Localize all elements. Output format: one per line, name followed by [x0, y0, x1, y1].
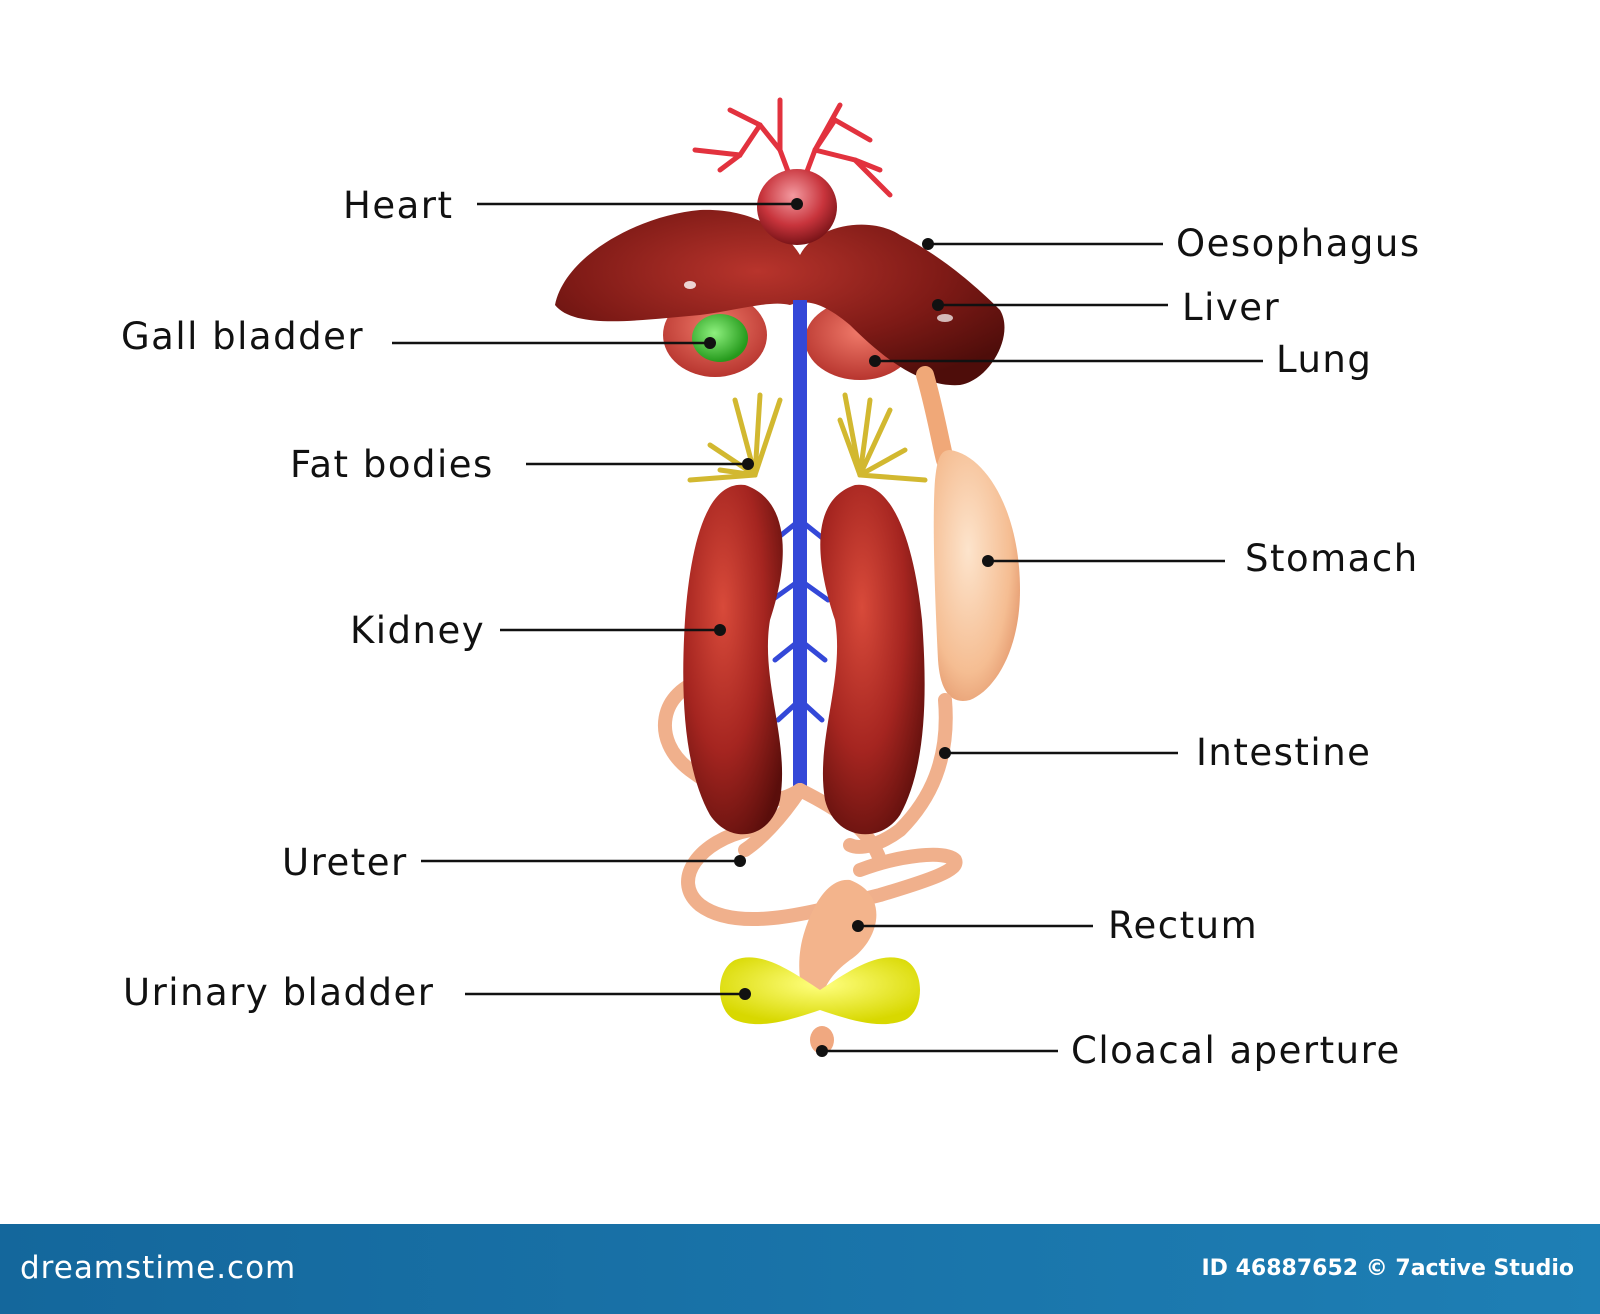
pointer-rectum — [852, 920, 864, 932]
label-gall-bladder: Gall bladder — [121, 315, 365, 358]
label-intestine: Intestine — [1196, 731, 1372, 774]
pointer-ureter — [734, 855, 746, 867]
label-urinary-bladder: Urinary bladder — [123, 971, 435, 1014]
label-lung: Lung — [1276, 338, 1373, 381]
rectum — [799, 879, 877, 1010]
pointer-fat-bodies — [742, 458, 754, 470]
organ-illustration — [392, 97, 1263, 1057]
pointer-lung — [869, 355, 881, 367]
label-cloacal-aperture: Cloacal aperture — [1071, 1029, 1401, 1072]
label-fat-bodies: Fat bodies — [290, 443, 494, 486]
footer-background — [0, 1224, 1600, 1314]
pointer-liver — [932, 299, 944, 311]
pointer-heart — [791, 198, 803, 210]
liver-highlight — [937, 314, 953, 322]
right-kidney — [820, 484, 925, 835]
liver-highlight — [684, 281, 696, 289]
stomach — [933, 450, 1020, 701]
liver — [555, 209, 1005, 386]
fat-bodies — [687, 392, 928, 483]
pointer-gall-bladder — [704, 337, 716, 349]
label-stomach: Stomach — [1245, 537, 1419, 580]
gall-bladder — [692, 314, 748, 362]
left-kidney — [683, 484, 783, 835]
pointer-intestine — [939, 747, 951, 759]
urinary-bladder — [720, 957, 920, 1025]
pointer-urinary-bladder — [739, 988, 751, 1000]
dreamstime-logo: dreamstime.com — [20, 1250, 297, 1286]
footer-bar: dreamstime.com ID 46887652 © 7active Stu… — [0, 1224, 1600, 1314]
pointer-oesophagus — [922, 238, 934, 250]
pointer-kidney — [714, 624, 726, 636]
label-rectum: Rectum — [1108, 904, 1259, 947]
label-oesophagus: Oesophagus — [1176, 222, 1421, 265]
pointer-stomach — [982, 555, 994, 567]
label-liver: Liver — [1182, 286, 1281, 329]
anatomy-diagram: Heart Gall bladder Fat bodies Kidney Ure… — [121, 97, 1421, 1072]
label-ureter: Ureter — [282, 841, 408, 884]
image-credit: ID 46887652 © 7active Studio — [1201, 1256, 1575, 1281]
label-kidney: Kidney — [350, 609, 486, 652]
pointer-cloacal-aperture — [816, 1045, 828, 1057]
oesophagus — [916, 366, 954, 469]
label-heart: Heart — [343, 184, 454, 227]
cloaca — [810, 1026, 834, 1054]
